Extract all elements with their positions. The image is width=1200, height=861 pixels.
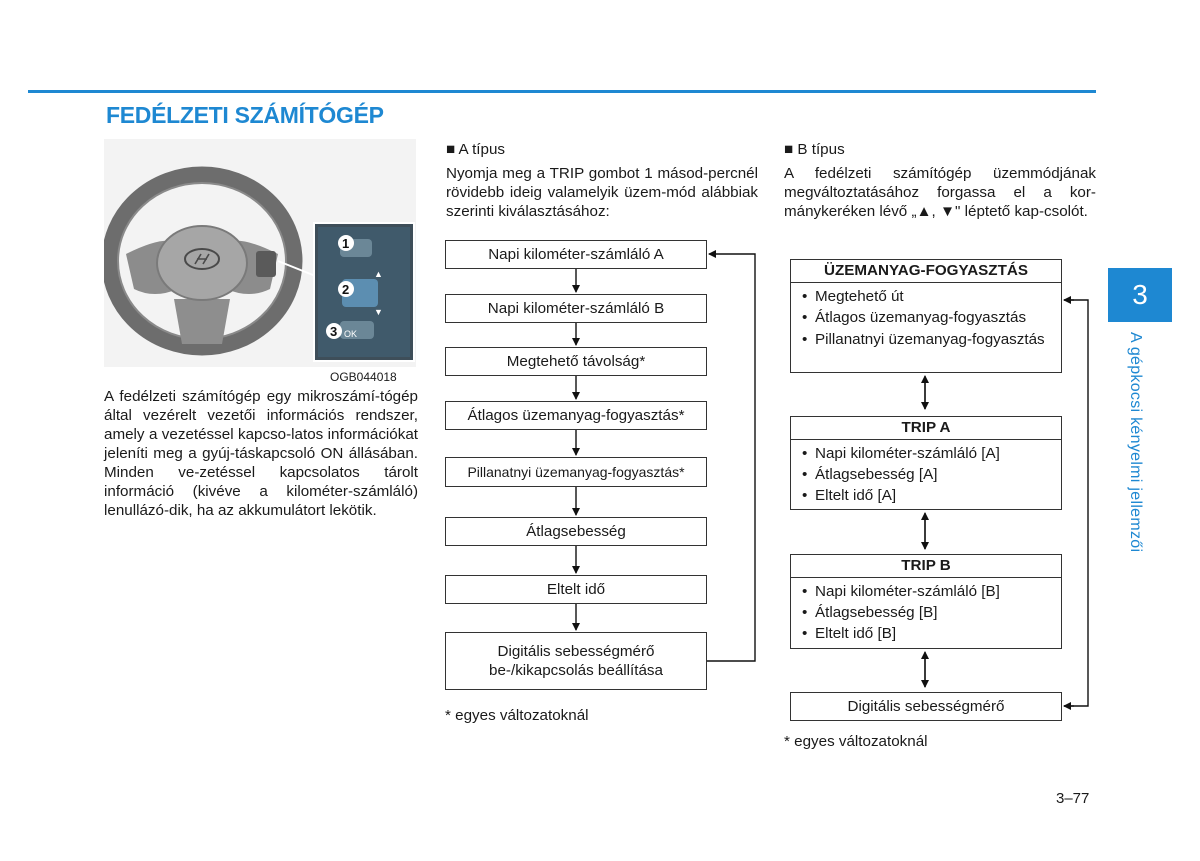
svg-text:▲: ▲ <box>374 269 383 279</box>
page-title: FEDÉLZETI SZÁMÍTÓGÉP <box>106 102 384 128</box>
svg-text:▼: ▼ <box>374 307 383 317</box>
type-b-footnote: * egyes változatoknál <box>784 733 928 750</box>
group-item: Átlagos üzemanyag-fogyasztás <box>802 307 1061 328</box>
group-item: Megtehető út <box>802 286 1061 307</box>
figure-code: OGB044018 <box>330 370 397 384</box>
digital-speedometer-box: Digitális sebességmérő <box>790 692 1062 721</box>
group-item: Napi kilométer-számláló [A] <box>802 443 1061 464</box>
steering-wheel-figure: ▲ ▼ OK 1 2 3 <box>104 139 416 367</box>
flow-step-3: Megtehető távolság* <box>445 347 707 376</box>
flow-step-8: Digitális sebességmérő be-/kikapcsolás b… <box>445 632 707 690</box>
group-title: ÜZEMANYAG-FOGYASZTÁS <box>791 260 1061 283</box>
trip-b-group: TRIP B Napi kilométer-számláló [B] Átlag… <box>790 554 1062 649</box>
ok-button-label: OK <box>344 329 357 339</box>
type-a-intro: Nyomja meg a TRIP gombot 1 másod-percnél… <box>446 165 758 220</box>
type-b-intro: A fedélzeti számítógép üzemmódjának megv… <box>784 165 1096 220</box>
flow-step-1: Napi kilométer-számláló A <box>445 240 707 269</box>
flow-step-7: Eltelt idő <box>445 575 707 604</box>
group-item: Eltelt idő [B] <box>802 623 1061 644</box>
fuel-consumption-group: ÜZEMANYAG-FOGYASZTÁS Megtehető út Átlago… <box>790 259 1062 373</box>
group-title: TRIP B <box>791 555 1061 578</box>
flow-step-2: Napi kilométer-számláló B <box>445 294 707 323</box>
flow-step-6: Átlagsebesség <box>445 517 707 546</box>
header-rule <box>28 90 1096 93</box>
type-a-heading: ■ A típus <box>446 141 505 158</box>
chapter-tab: 3 <box>1108 268 1172 322</box>
intro-paragraph: A fedélzeti számítógép egy mikroszámí-tó… <box>104 388 418 519</box>
group-title: TRIP A <box>791 417 1061 440</box>
type-a-footnote: * egyes változatoknál <box>445 707 589 724</box>
flow-step-5: Pillanatnyi üzemanyag-fogyasztás* <box>445 457 707 487</box>
chapter-title-vertical: A gépkocsi kényelmi jellemzői <box>1122 332 1152 572</box>
trip-a-group: TRIP A Napi kilométer-számláló [A] Átlag… <box>790 416 1062 510</box>
marker-1: 1 <box>342 236 349 251</box>
marker-2: 2 <box>342 282 349 297</box>
group-item: Átlagsebesség [A] <box>802 464 1061 485</box>
group-item: Átlagsebesség [B] <box>802 602 1061 623</box>
page-number: 3–77 <box>1056 790 1090 807</box>
marker-3: 3 <box>330 324 337 339</box>
flow-step-4: Átlagos üzemanyag-fogyasztás* <box>445 401 707 430</box>
steering-wheel-illustration: ▲ ▼ OK 1 2 3 <box>104 139 416 367</box>
group-item: Eltelt idő [A] <box>802 485 1061 506</box>
group-item: Pillanatnyi üzemanyag-fogyasztás <box>802 328 1061 349</box>
group-item: Napi kilométer-számláló [B] <box>802 581 1061 602</box>
chapter-title-text: A gépkocsi kényelmi jellemzői <box>1127 332 1144 553</box>
type-b-heading: ■ B típus <box>784 141 845 158</box>
